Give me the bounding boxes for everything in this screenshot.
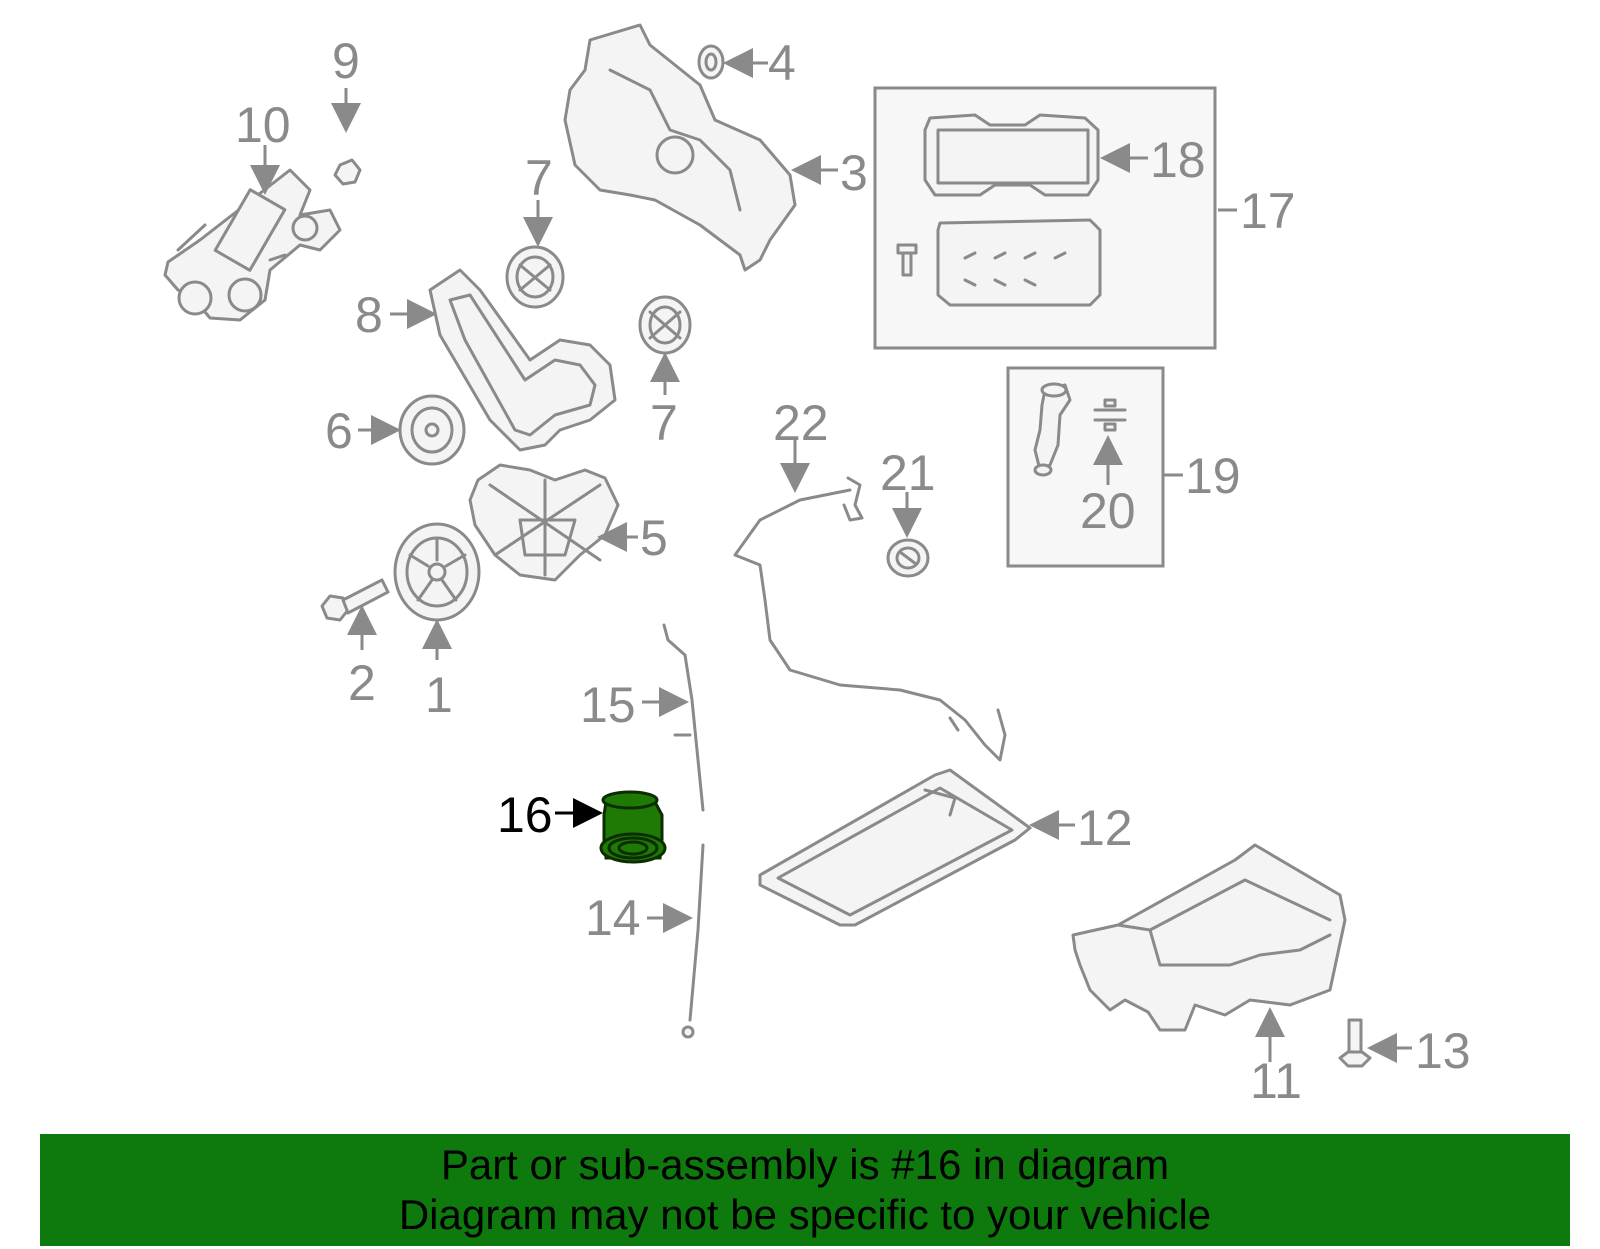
callout-labels: 9 10 4 3 7 8 7 6 5 2 1 18 17 19 20 21 22… [235, 33, 1471, 1109]
part-6-sprocket[interactable] [398, 394, 466, 466]
part-10-housing[interactable] [163, 168, 342, 322]
callout-16: 16 [497, 787, 553, 843]
callout-2: 2 [348, 655, 376, 711]
callout-7-top: 7 [525, 150, 553, 206]
part-15-dipstick-tube[interactable] [662, 623, 705, 812]
callout-13: 13 [1415, 1023, 1471, 1079]
part-9-plug[interactable] [333, 158, 362, 186]
callout-22: 22 [773, 395, 829, 451]
part-21-sensor[interactable] [886, 538, 930, 578]
banner-line-1: Part or sub-assembly is #16 in diagram [440, 1141, 1170, 1188]
part-7-idler-pulley-top[interactable] [505, 245, 565, 309]
part-1-damper[interactable] [393, 522, 481, 622]
part-16-oil-filter[interactable] [599, 790, 667, 864]
callout-10: 10 [235, 97, 291, 153]
callout-7-bottom: 7 [650, 395, 678, 451]
part-13-bolt[interactable] [1338, 1018, 1372, 1068]
callout-18: 18 [1150, 132, 1206, 188]
callout-3: 3 [840, 145, 868, 201]
part-5-inner-cover[interactable] [468, 463, 620, 582]
callout-9: 9 [332, 33, 360, 89]
callout-11: 11 [1250, 1053, 1302, 1109]
callout-5: 5 [640, 510, 668, 566]
info-banner: Part or sub-assembly is #16 in diagram D… [40, 1134, 1570, 1246]
callout-19: 19 [1185, 448, 1241, 504]
part-20-clip [1093, 408, 1127, 422]
part-8-timing-belt[interactable] [428, 268, 617, 452]
part-2-bolt[interactable] [320, 578, 390, 622]
part-14-dipstick[interactable] [681, 843, 705, 1039]
callout-17: 17 [1240, 183, 1296, 239]
part-12-pan-gasket[interactable] [758, 768, 1032, 927]
callout-20: 20 [1080, 483, 1136, 539]
callout-1: 1 [425, 667, 453, 723]
callout-14: 14 [585, 890, 641, 946]
callout-leaders [250, 48, 1412, 1063]
part-22-harness[interactable] [733, 476, 1007, 762]
part-3-timing-cover[interactable] [563, 23, 797, 272]
part-7-idler-pulley-bottom[interactable] [638, 295, 692, 355]
callout-12: 12 [1077, 800, 1133, 856]
callout-15: 15 [580, 677, 636, 733]
part-18-gasket [923, 113, 1100, 197]
part-11-oil-pan[interactable] [1071, 843, 1347, 1032]
banner-line-2: Diagram may not be specific to your vehi… [398, 1191, 1212, 1238]
callout-8: 8 [355, 287, 383, 343]
part-17-gasket-kit-box[interactable] [873, 86, 1217, 350]
part-4-washer[interactable] [697, 44, 725, 80]
part-19-box[interactable] [1006, 366, 1165, 568]
callout-6: 6 [325, 403, 353, 459]
callout-4: 4 [768, 35, 796, 91]
callout-21: 21 [880, 445, 936, 501]
